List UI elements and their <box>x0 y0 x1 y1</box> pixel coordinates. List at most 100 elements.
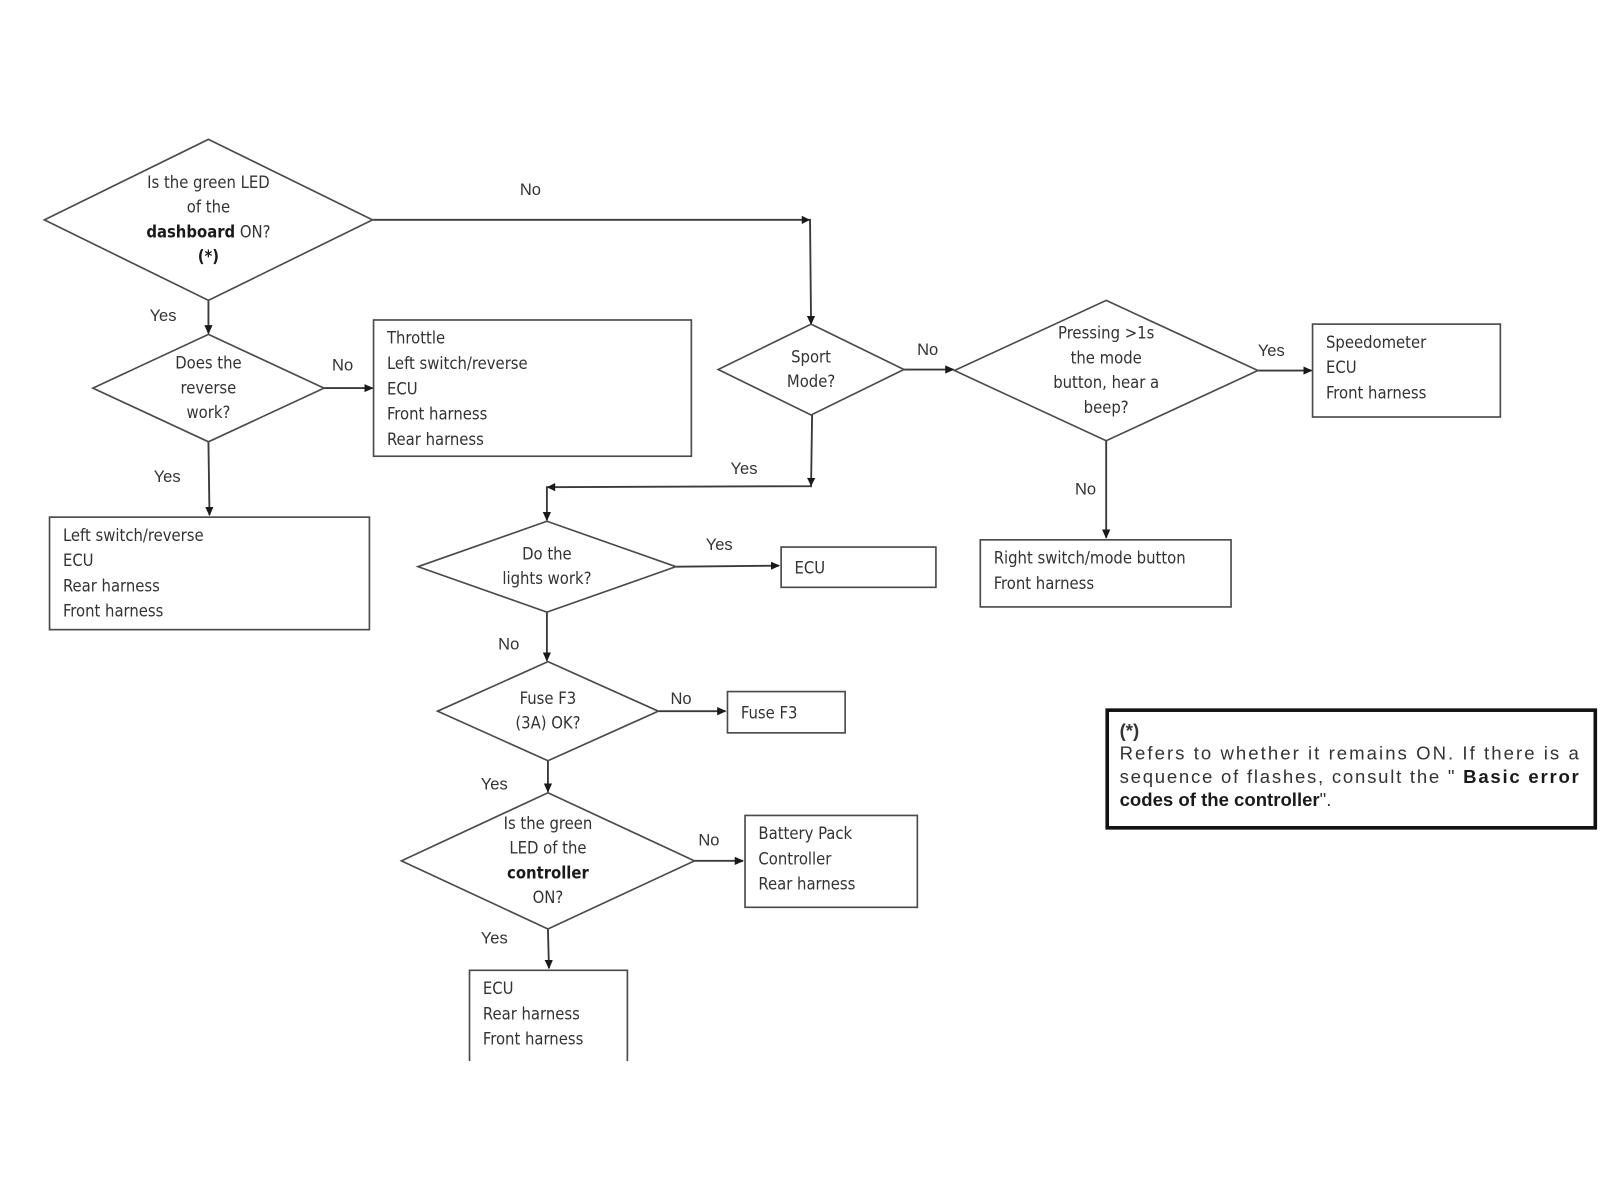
edge-label-yes: Yes <box>154 468 181 486</box>
decision-text-line: ON? <box>533 888 564 907</box>
decision-text-line: controller <box>507 863 589 882</box>
nodes: Is the green LED of the dashboard ON? (*) Do… <box>42 138 1502 1062</box>
edge-label-no: No <box>671 690 692 708</box>
edge-label-no: No <box>332 357 353 375</box>
result-box <box>468 969 629 1062</box>
result-box <box>48 516 371 631</box>
result-item: Right switch/mode button <box>994 549 1186 568</box>
result-item: Rear harness <box>387 430 484 449</box>
result-item: Throttle <box>386 329 445 348</box>
edge-label-yes: Yes <box>1258 342 1285 360</box>
decision-diamond <box>435 660 661 762</box>
decision-diamond <box>42 138 375 302</box>
decision-text-line: Sport <box>791 347 831 366</box>
edge-label-no: No <box>698 831 719 849</box>
footnote-line: sequence of flashes, consult the " Basic… <box>1120 766 1579 787</box>
result-item: Speedometer <box>1326 333 1427 352</box>
decision-diamond <box>716 323 906 416</box>
decision-text-line: of the <box>187 198 230 217</box>
edge-label-no: No <box>520 181 541 199</box>
result-item: Left switch/reverse <box>63 526 204 545</box>
edge-label-no: No <box>498 635 519 653</box>
q-fuse-decision: Fuse F3 (3A) OK? <box>435 660 661 762</box>
result-item: ECU <box>483 979 514 998</box>
footnote: (*)Refers to whether it remains ON. If t… <box>1105 708 1598 830</box>
connector-yes <box>205 441 214 517</box>
decision-text-line: reverse <box>181 378 237 397</box>
decision-diamond <box>415 520 679 613</box>
result-item: Front harness <box>387 405 488 424</box>
q-mode-beep-decision: Pressing >1s the mode button, hear a beep? <box>952 299 1260 442</box>
decision-text-line: the mode <box>1071 348 1142 367</box>
result-item: Controller <box>758 849 832 868</box>
decision-text-line: Is the green LED <box>147 173 270 192</box>
result-item: Battery Pack <box>758 824 852 843</box>
r-fuse-no-result: Fuse F3 <box>726 690 846 734</box>
result-box <box>744 814 919 909</box>
edge-label-no: No <box>917 341 938 359</box>
decision-text-line: (3A) OK? <box>515 714 580 733</box>
result-item: Fuse F3 <box>741 703 798 722</box>
result-item: ECU <box>1326 358 1357 377</box>
edge-label-yes: Yes <box>731 460 758 478</box>
result-item: ECU <box>387 379 418 398</box>
q-dashboard-led-decision: Is the green LED of the dashboard ON? (*) <box>42 138 375 302</box>
result-box <box>979 539 1232 608</box>
decision-text-line: Is the green <box>504 814 593 833</box>
decision-text-line: lights work? <box>502 569 591 588</box>
footnote-line: codes of the controller". <box>1120 789 1332 810</box>
decision-text-line: Pressing >1s <box>1058 324 1155 343</box>
arrowhead-icon <box>807 477 816 487</box>
connectors <box>204 215 1313 970</box>
decision-diamond <box>952 299 1260 442</box>
arrowhead-icon <box>546 483 556 492</box>
connector-no <box>372 218 816 326</box>
result-item: Rear harness <box>758 875 855 894</box>
result-item: Left switch/reverse <box>387 354 528 373</box>
decision-text-line: Mode? <box>787 372 835 391</box>
arrowhead-icon <box>801 215 811 224</box>
result-item: ECU <box>63 551 94 570</box>
decision-text-line: button, hear a <box>1053 373 1159 392</box>
edge-label-yes: Yes <box>706 536 733 554</box>
result-box <box>372 319 693 458</box>
decision-text-line: Fuse F3 <box>520 689 577 708</box>
result-item: Front harness <box>483 1030 584 1049</box>
connector-yes <box>675 561 781 570</box>
result-box <box>780 546 937 589</box>
edge-label-yes: Yes <box>481 929 508 947</box>
footnote-line: Refers to whether it remains ON. If ther… <box>1120 743 1580 764</box>
footnote-marker: (*) <box>1120 720 1140 741</box>
decision-text-line: LED of the <box>509 839 586 858</box>
result-item: Rear harness <box>63 576 160 595</box>
result-item: Front harness <box>63 602 164 621</box>
decision-diamond <box>399 791 697 930</box>
decision-text-line: work? <box>187 403 231 422</box>
edge-label-yes: Yes <box>481 776 508 794</box>
connector-yes <box>544 928 553 970</box>
footnote-box <box>1105 708 1598 830</box>
result-item: Front harness <box>994 574 1095 593</box>
decision-text-line: dashboard ON? <box>146 222 270 241</box>
result-box <box>1311 323 1502 418</box>
r-lights-yes-result: ECU <box>780 546 937 589</box>
result-item: Rear harness <box>483 1004 580 1023</box>
decision-text-line: (*) <box>198 247 219 266</box>
result-item: Front harness <box>1326 383 1427 402</box>
edge-label-no: No <box>1075 480 1096 498</box>
result-box <box>726 690 846 734</box>
decision-text-line: beep? <box>1084 398 1129 417</box>
decision-diamond <box>90 333 326 443</box>
connector-yes <box>542 414 814 522</box>
